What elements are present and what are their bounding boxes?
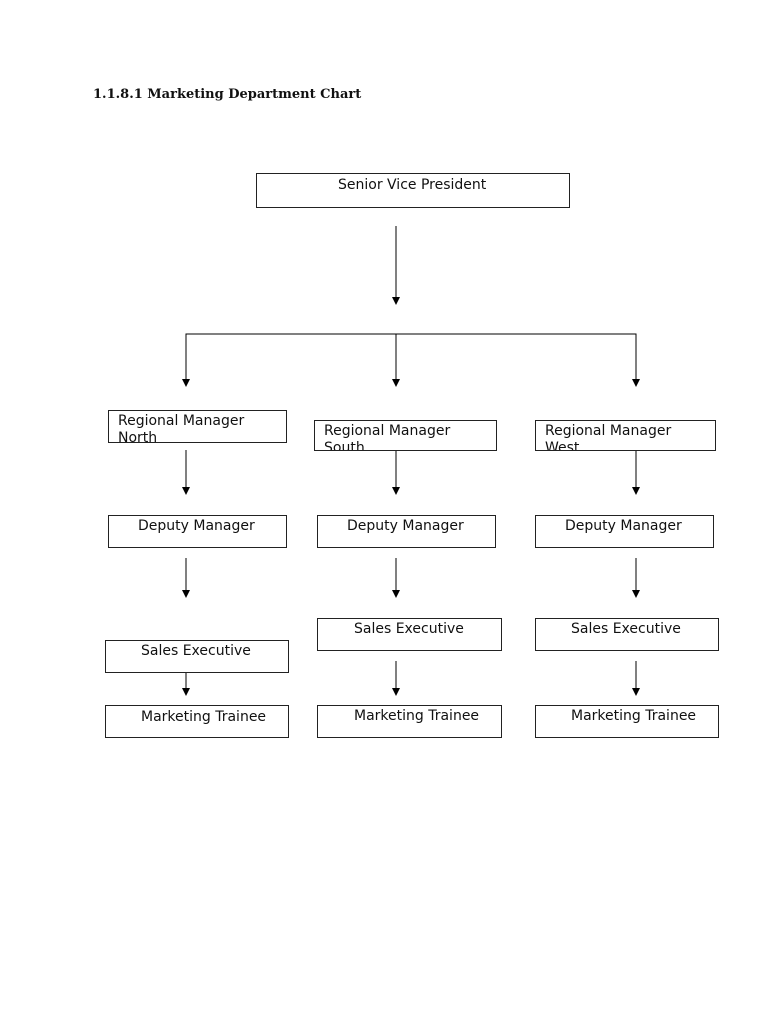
branch-line: [185, 333, 637, 385]
sales-executive-north-box: Sales Executive: [105, 640, 289, 673]
deputy-manager-north-label: Deputy Manager: [138, 518, 255, 534]
sales-executive-south-label: Sales Executive: [354, 621, 464, 637]
senior-vice-president-label: Senior Vice President: [338, 177, 487, 193]
deputy-manager-north-box: Deputy Manager: [108, 515, 287, 548]
marketing-trainee-west-box: Marketing Trainee: [535, 705, 719, 738]
sales-executive-north-label: Sales Executive: [141, 643, 251, 659]
senior-vice-president-box: Senior Vice President: [256, 173, 570, 208]
sales-executive-south-box: Sales Executive: [317, 618, 502, 651]
regional-manager-north-label: Regional Manager North: [118, 413, 245, 443]
marketing-trainee-west-label: Marketing Trainee: [571, 708, 697, 724]
deputy-manager-south-label: Deputy Manager: [347, 518, 464, 534]
marketing-trainee-south-box: Marketing Trainee: [317, 705, 502, 738]
marketing-trainee-north-label: Marketing Trainee: [141, 709, 267, 725]
deputy-manager-west-label: Deputy Manager: [565, 518, 682, 534]
regional-manager-south-box: Regional Manager South: [314, 420, 497, 451]
marketing-trainee-south-label: Marketing Trainee: [354, 708, 480, 724]
regional-manager-north-box: Regional Manager North: [108, 410, 287, 443]
sales-executive-west-label: Sales Executive: [571, 621, 681, 637]
regional-manager-south-label: Regional Manager South: [324, 423, 451, 451]
page-title: 1.1.8.1 Marketing Department Chart: [93, 87, 362, 102]
regional-manager-west-label: Regional Manager West: [545, 423, 672, 451]
regional-manager-west-box: Regional Manager West: [535, 420, 716, 451]
deputy-manager-south-box: Deputy Manager: [317, 515, 496, 548]
marketing-trainee-north-box: Marketing Trainee: [105, 705, 289, 738]
sales-executive-west-box: Sales Executive: [535, 618, 719, 651]
deputy-manager-west-box: Deputy Manager: [535, 515, 714, 548]
